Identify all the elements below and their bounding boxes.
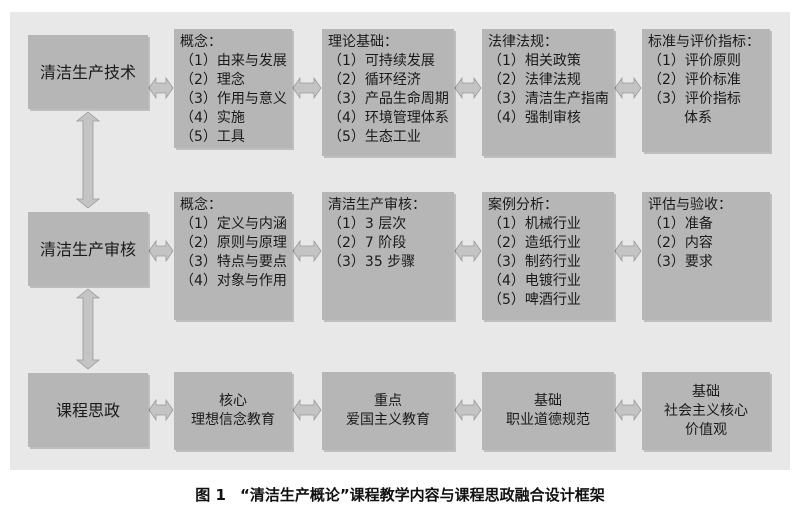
figure-title: “清洁生产概论”课程教学内容与课程思政融合设计框架	[239, 486, 605, 504]
node-line: 职业道德规范	[506, 412, 590, 428]
list-item: （5）啤酒行业	[488, 292, 581, 308]
list-item: （4）环境管理体系	[328, 110, 449, 126]
row2-head-node: 清洁生产审核	[28, 212, 148, 286]
list-item: （3）35 步骤	[328, 254, 416, 270]
row1-law-node: 法律法规： （1）相关政策 （2）法律法规 （3）清洁生产指南 （4）强制审核	[482, 29, 614, 156]
row2-connector-arrow-2	[292, 239, 322, 263]
list-item: （4）实施	[180, 110, 245, 126]
list-item: （5）工具	[180, 129, 245, 145]
row3-head-label: 课程思政	[55, 400, 120, 420]
node-line: 社会主义核心	[664, 402, 748, 419]
list-item: （4）电镀行业	[488, 273, 581, 289]
row1-connector-arrow-2	[292, 76, 322, 100]
list-item: （3）评价指标	[648, 91, 741, 107]
node-title: 标准与评价指标：	[648, 34, 760, 50]
node-title: 理论基础：	[328, 34, 398, 50]
node-title: 概念：	[180, 34, 222, 50]
node-line: 基础	[534, 393, 562, 409]
row1-head-label: 清洁生产技术	[39, 62, 136, 82]
list-item: （1）可持续发展	[328, 53, 435, 69]
list-item: （5）生态工业	[328, 129, 421, 145]
node-list: （1）可持续发展 （2）循环经济 （3）产品生命周期 （4）环境管理体系 （5）…	[328, 52, 449, 147]
row1-concept-node: 概念： （1）由来与发展 （2）理念 （3）作用与意义 （4）实施 （5）工具	[174, 29, 292, 148]
list-item: （2）7 阶段	[328, 235, 407, 251]
node-title: 清洁生产审核：	[328, 197, 426, 213]
list-item: （1）定义与内涵	[180, 216, 287, 232]
row3-focus-node: 重点 爱国主义教育	[322, 372, 454, 450]
node-list: （1）评价原则 （2）评价标准 （3）评价指标	[648, 52, 764, 109]
row1-head-node: 清洁生产技术	[28, 35, 148, 109]
row2-connector-arrow-1	[148, 239, 174, 263]
row3-connector-arrow-4	[614, 398, 642, 422]
head-connector-arrow-1	[75, 111, 101, 209]
node-list: （1）机械行业 （2）造纸行业 （3）制药行业 （4）电镀行业 （5）啤酒行业	[488, 215, 608, 310]
list-item: （2）原则与原理	[180, 235, 287, 251]
row2-case-node: 案例分析： （1）机械行业 （2）造纸行业 （3）制药行业 （4）电镀行业 （5…	[482, 192, 614, 320]
row1-standard-node: 标准与评价指标： （1）评价原则 （2）评价标准 （3）评价指标 体系	[642, 29, 770, 152]
row2-connector-arrow-4	[614, 239, 642, 263]
list-item: （1）准备	[648, 216, 713, 232]
figure-caption: 图 1 “清洁生产概论”课程教学内容与课程思政融合设计框架	[0, 484, 800, 505]
row2-audit-node: 清洁生产审核： （1）3 层次 （2）7 阶段 （3）35 步骤	[322, 192, 454, 320]
figure-number: 图 1	[195, 486, 226, 504]
head-connector-arrow-2	[75, 288, 101, 370]
list-item: （4）对象与作用	[180, 273, 287, 289]
list-item: （3）要求	[648, 254, 713, 270]
row1-theory-node: 理论基础： （1）可持续发展 （2）循环经济 （3）产品生命周期 （4）环境管理…	[322, 29, 454, 156]
node-title: 案例分析：	[488, 197, 558, 213]
row3-head-node: 课程思政	[28, 373, 148, 447]
node-list: （1）准备 （2）内容 （3）要求	[648, 215, 764, 272]
node-line: 爱国主义教育	[346, 412, 430, 428]
row3-connector-arrow-2	[292, 398, 322, 422]
list-item: （1）3 层次	[328, 216, 407, 232]
row1-connector-arrow-4	[614, 76, 642, 100]
list-item: （1）相关政策	[488, 53, 581, 69]
list-item: （2）内容	[648, 235, 713, 251]
list-item: （2）理念	[180, 72, 245, 88]
node-line: 核心	[219, 393, 247, 409]
node-list: （1）定义与内涵 （2）原则与原理 （3）特点与要点 （4）对象与作用	[180, 215, 287, 291]
row3-core-node: 核心 理想信念教育	[174, 372, 292, 450]
node-list: （1）3 层次 （2）7 阶段 （3）35 步骤	[328, 215, 448, 272]
list-item: （2）造纸行业	[488, 235, 581, 251]
list-item: （3）清洁生产指南	[488, 91, 609, 107]
row3-basis-node: 基础 职业道德规范	[482, 372, 614, 450]
row1-connector-arrow-1	[148, 76, 174, 100]
node-title: 评估与验收：	[648, 197, 732, 213]
list-item: （1）由来与发展	[180, 53, 287, 69]
node-line: 重点	[374, 393, 402, 409]
list-item: （3）特点与要点	[180, 254, 287, 270]
list-item: （4）强制审核	[488, 110, 581, 126]
node-title: 法律法规：	[488, 34, 558, 50]
row3-connector-arrow-1	[148, 398, 174, 422]
list-item: （2）法律法规	[488, 72, 581, 88]
row2-head-label: 清洁生产审核	[39, 239, 136, 259]
node-line: 价值观	[685, 421, 727, 438]
row2-concept-node: 概念： （1）定义与内涵 （2）原则与原理 （3）特点与要点 （4）对象与作用	[174, 192, 292, 320]
list-item: （1）评价原则	[648, 53, 741, 69]
row2-evaluation-node: 评估与验收： （1）准备 （2）内容 （3）要求	[642, 192, 770, 320]
row1-connector-arrow-3	[454, 76, 482, 100]
list-item: （1）机械行业	[488, 216, 581, 232]
row2-connector-arrow-3	[454, 239, 482, 263]
node-list: （1）由来与发展 （2）理念 （3）作用与意义 （4）实施 （5）工具	[180, 52, 287, 147]
node-line: 理想信念教育	[191, 412, 275, 428]
node-title: 概念：	[180, 197, 222, 213]
list-item: （3）产品生命周期	[328, 91, 449, 107]
list-item: （2）评价标准	[648, 72, 741, 88]
node-list: （1）相关政策 （2）法律法规 （3）清洁生产指南 （4）强制审核	[488, 52, 609, 128]
row3-connector-arrow-3	[454, 398, 482, 422]
list-item: （2）循环经济	[328, 72, 421, 88]
row3-values-node: 基础 社会主义核心 价值观	[642, 372, 770, 450]
list-item-continuation: 体系	[684, 110, 712, 126]
node-line: 基础	[692, 383, 720, 400]
list-item: （3）制药行业	[488, 254, 581, 270]
list-item: （3）作用与意义	[180, 91, 287, 107]
